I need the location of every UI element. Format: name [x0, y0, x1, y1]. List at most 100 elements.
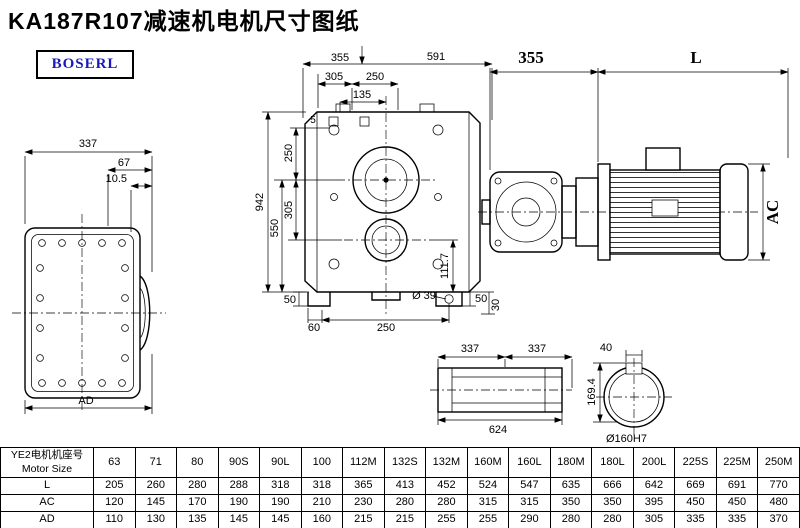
dim-value-cell: 255 [466, 511, 510, 528]
dim-value-cell: 305 [632, 511, 676, 528]
frame-size-col-header: 80 [176, 447, 219, 478]
output-shaft-stub [481, 199, 491, 225]
dim-value-cell: 318 [300, 477, 344, 495]
dim-value-cell: 170 [176, 494, 219, 512]
dim-value-cell: 290 [508, 511, 551, 528]
mounting-feet [307, 292, 463, 307]
frame-size-col-header: 225S [674, 447, 717, 478]
frame-size-col-header: 90L [259, 447, 302, 478]
dim-value-cell: 205 [93, 477, 136, 495]
motor-terminal-box [645, 147, 681, 171]
dim-value-cell: 230 [342, 494, 385, 512]
dim-main-60: 60 [308, 322, 320, 334]
dim-value-cell: 770 [757, 477, 800, 495]
main-view-dimension-lines [262, 46, 495, 323]
dim-left-67: 67 [118, 157, 130, 169]
shaft-bore-section-view: 40 169.4 Ø160H7 [586, 342, 672, 445]
technical-drawing: 355 591 305 250 135 5 942 550 250 305 11… [12, 46, 789, 445]
dim-left-337: 337 [79, 138, 97, 150]
dim-value-cell: 350 [591, 494, 634, 512]
dim-value-cell: 255 [425, 511, 468, 528]
dim-value-cell: 280 [549, 511, 593, 528]
dim-value-cell: 691 [715, 477, 759, 495]
dim-value-cell: 215 [383, 511, 427, 528]
dim-value-cell: 160 [300, 511, 344, 528]
dim-shaft-624: 624 [489, 424, 507, 436]
dim-value-cell: 335 [674, 511, 717, 528]
dim-main-30: 30 [490, 299, 502, 311]
dim-value-cell: 145 [217, 511, 261, 528]
dim-main-942: 942 [254, 193, 266, 211]
dim-value-cell: 547 [508, 477, 551, 495]
dim-value-cell: 666 [591, 477, 634, 495]
dim-value-cell: 480 [757, 494, 800, 512]
dim-value-cell: 669 [674, 477, 717, 495]
dim-side-AC: AC [763, 200, 782, 225]
dim-value-cell: 452 [425, 477, 468, 495]
dim-value-cell: 280 [383, 494, 427, 512]
dim-main-5: 5 [310, 115, 316, 126]
frame-size-col-header: 71 [134, 447, 178, 478]
frame-size-col-header: 160L [508, 447, 551, 478]
dim-value-cell: 450 [715, 494, 759, 512]
dim-value-cell: 450 [674, 494, 717, 512]
frame-size-col-header: 90S [217, 447, 261, 478]
dim-value-cell: 395 [632, 494, 676, 512]
brand-logo: BOSERL [36, 50, 134, 79]
dim-side-L: L [690, 48, 701, 67]
dim-value-cell: 288 [217, 477, 261, 495]
dim-main-135: 135 [353, 89, 371, 101]
dim-main-305-top: 305 [325, 71, 343, 83]
dim-value-cell: 635 [549, 477, 593, 495]
dim-value-cell: 335 [715, 511, 759, 528]
dim-main-250-left: 250 [283, 144, 295, 162]
dim-shaft-337a: 337 [461, 343, 479, 355]
dim-left-10-5: 10.5 [106, 173, 127, 185]
dim-shaft-337b: 337 [528, 343, 546, 355]
dim-value-cell: 318 [259, 477, 302, 495]
bore-dimension-lines [593, 350, 643, 423]
dim-value-cell: 350 [549, 494, 593, 512]
frame-size-col-header: 132M [425, 447, 468, 478]
dim-value-cell: 315 [508, 494, 551, 512]
frame-size-col-header: 132S [383, 447, 427, 478]
foot-hole [444, 294, 454, 304]
dim-value-cell: 135 [176, 511, 219, 528]
dim-value-cell: 210 [300, 494, 344, 512]
frame-size-col-header: 225M [715, 447, 759, 478]
dim-value-cell: 130 [134, 511, 178, 528]
motor-size-header-cn: YE2电机机座号 [10, 449, 84, 462]
dim-main-591: 591 [427, 51, 445, 63]
motor-nameplate [651, 199, 679, 217]
dim-value-cell: 315 [466, 494, 510, 512]
gearbox-body-outline [304, 111, 481, 293]
dim-left-AD: AD [78, 395, 93, 407]
dim-main-305-left: 305 [283, 201, 295, 219]
frame-size-col-header: 180M [549, 447, 593, 478]
brand-logo-text: BOSERL [51, 56, 119, 72]
flange-bolt-holes [36, 239, 129, 387]
dim-value-cell: 280 [591, 511, 634, 528]
dim-value-cell: 120 [93, 494, 136, 512]
dim-value-cell: 260 [134, 477, 178, 495]
frame-size-col-header: 180L [591, 447, 634, 478]
frame-size-col-header: 63 [93, 447, 136, 478]
dim-row-label: AD [0, 511, 94, 528]
motor-size-header-en: Motor Size [21, 462, 73, 475]
frame-size-col-header: 250M [757, 447, 800, 478]
bolt-holes [328, 124, 444, 270]
dim-main-111-7: 111.7 [439, 253, 451, 279]
dim-value-cell: 524 [466, 477, 510, 495]
dim-value-cell: 110 [93, 511, 136, 528]
bore-diameter-label: Ø160H7 [606, 433, 647, 445]
dim-main-550: 550 [269, 219, 281, 237]
dim-value-cell: 215 [342, 511, 385, 528]
dim-main-50-left: 50 [284, 294, 296, 306]
left-side-view: 337 67 10.5 AD [12, 138, 166, 414]
dim-row-label: AC [0, 494, 94, 512]
